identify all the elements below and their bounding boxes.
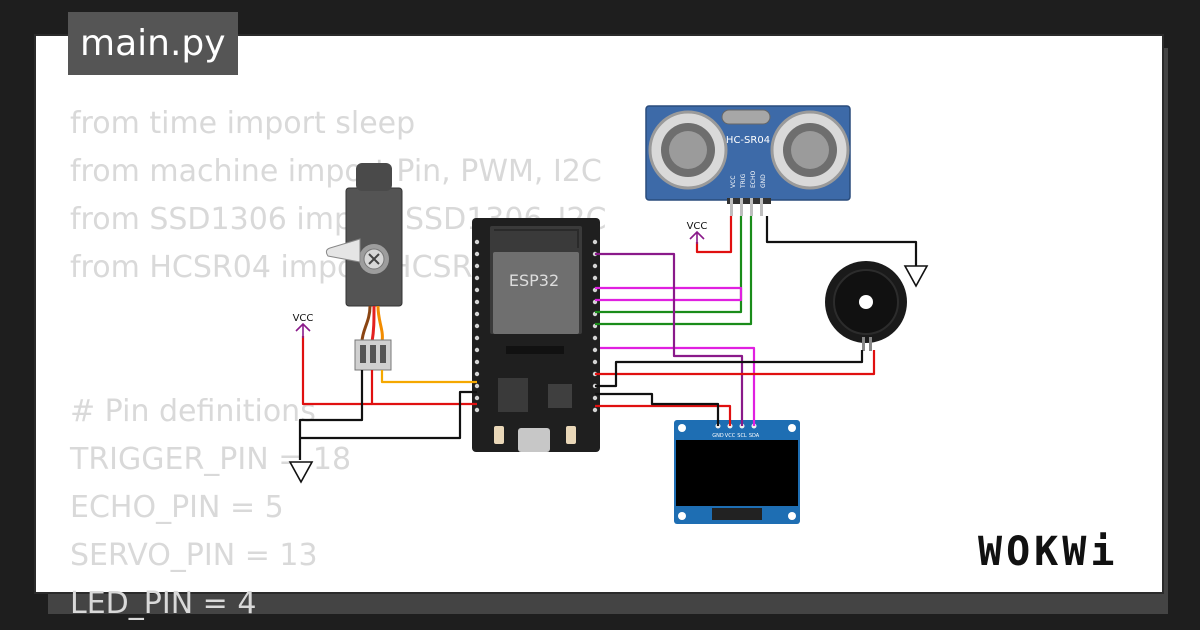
ground-symbol-servo	[288, 461, 314, 484]
wires	[298, 216, 918, 460]
code-line-9: ECHO_PIN = 5	[70, 490, 284, 525]
ultrasonic-pin-vcc-label: VCC	[730, 176, 737, 188]
red-wire	[595, 404, 732, 426]
servo-motor[interactable]	[325, 163, 403, 371]
vcc-symbol-ultrasonic: VCC	[687, 221, 708, 244]
esp32-pin-row-left	[474, 239, 480, 413]
red-wire	[695, 216, 733, 254]
esp32-label: ESP32	[509, 271, 559, 290]
vcc-symbol-servo: VCC	[293, 313, 314, 338]
ground-symbol-ultrasonic	[903, 265, 929, 288]
black-wire	[298, 370, 364, 460]
ultrasonic-pin-echo-label: ECHO	[750, 171, 757, 188]
black-wire	[765, 216, 918, 266]
magenta-wire	[600, 346, 756, 426]
code-background: from time import sleep from machine impor…	[70, 100, 606, 628]
black-wire	[595, 350, 864, 388]
black-wire	[300, 390, 477, 440]
buzzer[interactable]	[825, 261, 907, 351]
purple-wire	[595, 252, 744, 426]
ultrasonic-label: HC-SR04	[726, 135, 770, 146]
green-wire	[595, 216, 743, 314]
oled-pin-gnd-label: GND	[712, 433, 724, 439]
code-line-10: SERVO_PIN = 13	[70, 538, 318, 573]
red-wire	[301, 336, 372, 406]
red-wire	[595, 350, 876, 376]
code-line-2: from machine import Pin, PWM, I2C	[70, 154, 602, 189]
ultrasonic-sensor[interactable]: HC-SR04 VCC TRIG ECHO GND	[645, 105, 851, 216]
esp32-board[interactable]: ESP32	[472, 218, 600, 452]
black-wire	[595, 392, 720, 426]
vcc-label-servo: VCC	[293, 313, 314, 324]
wokwi-logo: WOKWi	[978, 529, 1119, 575]
oled-pin-scl-label: SCL	[737, 433, 747, 439]
orange-wire	[380, 370, 477, 384]
code-line-1: from time import sleep	[70, 106, 416, 141]
code-line-8: TRIGGER_PIN = 18	[70, 442, 352, 477]
red-wire	[370, 370, 477, 406]
magenta-wire	[595, 286, 743, 302]
file-tab[interactable]: main.py	[68, 12, 238, 75]
oled-display[interactable]: GND VCC SCL SDA	[674, 420, 800, 524]
ultrasonic-pin-trig-label: TRIG	[740, 173, 747, 189]
ultrasonic-pin-gnd-label: GND	[760, 174, 767, 188]
vcc-label-ultrasonic: VCC	[687, 221, 708, 232]
code-line-7: # Pin definitions	[70, 394, 316, 429]
oled-pin-sda-label: SDA	[749, 433, 760, 439]
code-line-11: LED_PIN = 4	[70, 586, 257, 621]
oled-pin-vcc-label: VCC	[725, 433, 736, 439]
green-wire	[595, 216, 753, 326]
